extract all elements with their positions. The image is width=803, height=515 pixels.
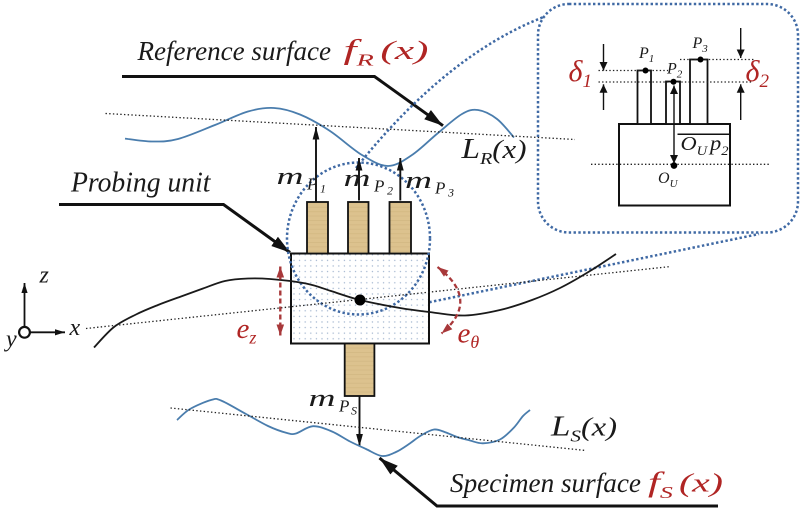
- svg-text:P1: P1: [638, 45, 654, 65]
- svg-text:m: m: [277, 164, 304, 190]
- svg-text:m: m: [344, 166, 371, 192]
- svg-text:P: P: [434, 179, 445, 198]
- svg-text:fR(x): fR(x): [344, 35, 429, 70]
- svg-text:S: S: [351, 404, 357, 418]
- svg-text:LR(x): LR(x): [460, 134, 526, 168]
- svg-text:Reference surface: Reference surface: [136, 36, 331, 66]
- svg-text:LS(x): LS(x): [550, 412, 617, 446]
- svg-text:δ2: δ2: [746, 55, 770, 92]
- svg-text:z: z: [39, 263, 50, 289]
- svg-text:m: m: [309, 386, 336, 412]
- svg-text:ez: ez: [237, 313, 257, 348]
- svg-text:x: x: [69, 315, 81, 341]
- svg-text:P3: P3: [692, 35, 709, 55]
- svg-text:3: 3: [447, 186, 454, 200]
- svg-text:Specimen surface: Specimen surface: [450, 468, 641, 498]
- svg-text:P2: P2: [666, 61, 683, 81]
- svg-text:eθ: eθ: [458, 318, 480, 353]
- svg-text:2: 2: [387, 184, 393, 198]
- svg-text:fS(x): fS(x): [648, 468, 723, 503]
- svg-text:P: P: [306, 175, 317, 194]
- svg-text:1: 1: [320, 182, 326, 196]
- svg-text:m: m: [405, 168, 432, 194]
- svg-text:y: y: [4, 327, 17, 353]
- svg-text:P: P: [373, 177, 384, 196]
- svg-text:Probing unit: Probing unit: [70, 167, 211, 199]
- svg-text:δ1: δ1: [569, 55, 592, 92]
- svg-text:P: P: [338, 397, 349, 416]
